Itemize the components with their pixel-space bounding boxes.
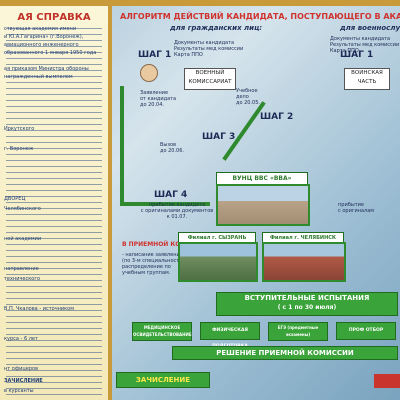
admission-title: В ПРИЕМНОЙ КОМИССИИ:: [122, 241, 213, 248]
history-line: технического: [4, 276, 41, 282]
branch-syzran-photo: [178, 242, 258, 282]
admission-items: - написание заявления(по 3-м специальнос…: [122, 252, 190, 276]
red-block: [374, 374, 400, 388]
history-line: Иркутского: [4, 126, 35, 132]
exam-ege: ЕГЭ (предметные экзамены): [268, 322, 328, 341]
step-3-label: ШАГ 3: [202, 132, 236, 142]
history-line: ЗАЧИСЛЕНИЕ: [4, 378, 43, 384]
algorithm-title: АЛГОРИТМ ДЕЙСТВИЙ КАНДИДАТА, ПОСТУПАЮЩЕГ…: [120, 12, 400, 21]
history-line: нт офицеров: [4, 366, 39, 372]
step-1-label: ШАГ 1: [138, 50, 172, 60]
history-line: направление: [4, 266, 39, 272]
arrow-left-vertical: [120, 86, 124, 206]
arrow-diagonal: [222, 101, 266, 161]
exam-prof-selection: ПРОФ ОТБОР: [336, 322, 396, 340]
history-line: Челябинского: [4, 206, 41, 212]
step-2-label: ШАГ 2: [260, 112, 294, 122]
history-line: авиационного инженерного: [4, 42, 79, 48]
history-line: образованного 1 января 1950 года: [4, 50, 97, 56]
academy-photo: [216, 184, 310, 226]
step-1-right-label: ШАГ 1: [340, 50, 374, 60]
decision-bar: РЕШЕНИЕ ПРИЕМНОЙ КОМИССИИ: [172, 346, 398, 360]
entrance-exams-bar: ВСТУПИТЕЛЬНЫЕ ИСПЫТАНИЯ ( с 1 по 30 июля…: [216, 292, 398, 316]
military-label: для военнослуж: [340, 24, 400, 32]
history-title: АЯ СПРАВКА: [17, 12, 91, 23]
history-line: ствующая академия имени: [4, 26, 77, 32]
exam-medical: МЕДИЦИНСКОЕ ОСВИДЕТЕЛЬСТВОВАНИЕ: [132, 322, 192, 341]
enrollment-bar: ЗАЧИСЛЕНИЕ: [116, 372, 210, 388]
branch-chelyabinsk-photo: [262, 242, 346, 282]
history-line: ДВОРЕЦ: [4, 196, 26, 202]
history-line: ая приказом Министра обороны: [4, 66, 89, 72]
civil-label: для гражданских лиц:: [170, 24, 263, 32]
exam-physical: ФИЗИЧЕСКАЯ ПОДГОТОВКА: [200, 322, 260, 349]
person-icon: [140, 64, 158, 82]
history-line: награжденный вымпелом: [4, 74, 73, 80]
step-4-label: ШАГ 4: [154, 190, 188, 200]
history-panel: АЯ СПРАВКА ствующая академия имени и Ю.А…: [0, 6, 112, 400]
commissariat-box: ВОЕННЫЙ КОМИССАРИАТ: [184, 68, 236, 90]
arrow-bottom: [120, 202, 210, 206]
frame-top: [0, 0, 400, 6]
history-line: в курсанты: [4, 388, 34, 394]
history-line: и Ю.А.Гагарина» (г.Воронеж),: [4, 34, 84, 40]
history-line: ной академии: [4, 236, 42, 242]
history-line: курса - 6 лет: [4, 336, 38, 342]
algorithm-panel: АЛГОРИТМ ДЕЙСТВИЙ КАНДИДАТА, ПОСТУПАЮЩЕГ…: [112, 6, 400, 400]
history-line: В.П. Чкалова - источником: [4, 306, 75, 312]
military-unit-box: ВОИНСКАЯ ЧАСТЬ: [344, 68, 390, 90]
text-lines-texture: [6, 28, 102, 396]
history-line: г. Воронеж: [4, 146, 34, 152]
